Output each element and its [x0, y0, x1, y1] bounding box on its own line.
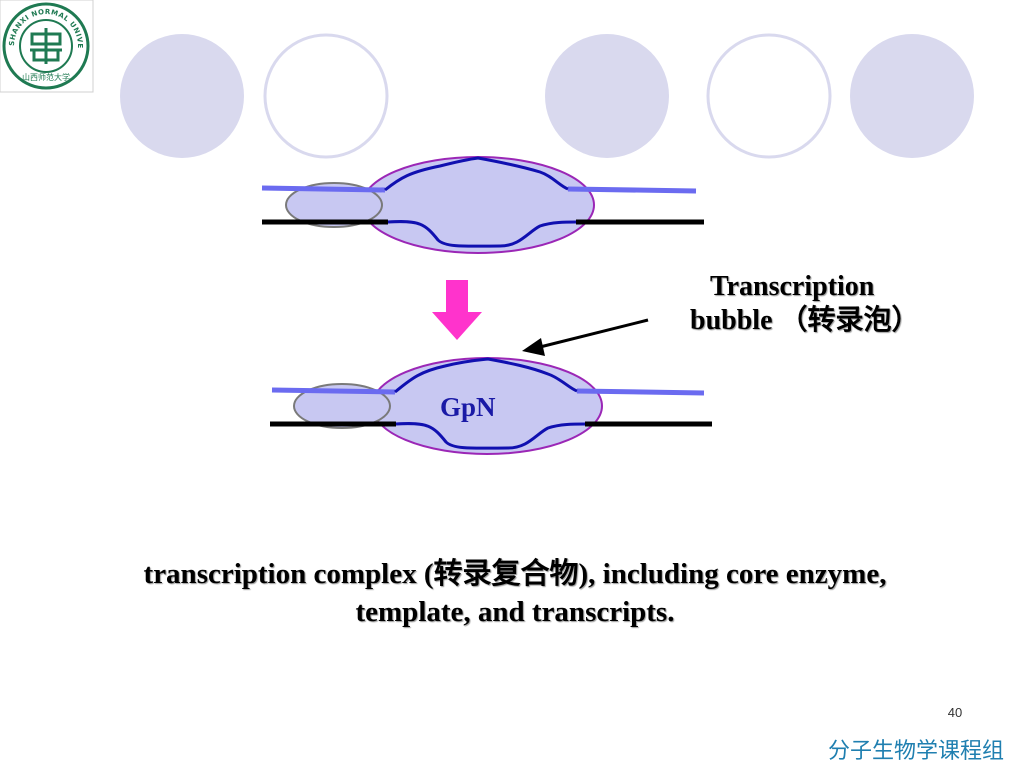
caption-line1: transcription complex (转录复合物), including…	[143, 558, 887, 590]
slide-caption: transcription complex (转录复合物), including…	[40, 555, 990, 631]
decor-circle-filled	[545, 34, 669, 158]
coding-strand-right	[576, 388, 705, 396]
decor-circle-outline	[706, 33, 832, 159]
logo-cn-text: 山西师范大学	[22, 72, 70, 82]
course-group-footer: 分子生物学课程组	[827, 739, 1004, 764]
university-logo: SHANXI NORMAL UNIVERSITY 山西师范大学	[0, 0, 94, 93]
coding-strand-right	[567, 186, 697, 194]
transcription-bubble-bottom	[270, 357, 712, 455]
gpn-label: GpN	[440, 392, 496, 422]
sigma-factor-ellipse	[293, 383, 391, 429]
sigma-factor-ellipse	[285, 182, 383, 228]
coding-strand-left	[261, 185, 386, 193]
decor-circle-outline	[263, 33, 389, 159]
rna-polymerase-ellipse	[361, 156, 595, 254]
decorative-circles	[120, 33, 974, 159]
template-strand-open	[387, 220, 577, 248]
transcription-bubble-label: Transcription bubble （转录泡）	[690, 270, 990, 338]
template-strand-open	[395, 422, 586, 450]
coding-strand-open	[394, 357, 578, 394]
coding-strand-open	[384, 156, 569, 192]
bubble-label-line2: bubble （转录泡）	[690, 305, 920, 336]
coding-strand-left	[271, 387, 396, 395]
down-arrow-icon	[432, 280, 482, 340]
transcription-bubble-top	[261, 156, 704, 254]
bubble-label-line1: Transcription	[710, 271, 875, 302]
decor-circle-filled	[120, 34, 244, 158]
pointer-arrow-icon	[522, 318, 649, 356]
page-number: 40	[947, 705, 963, 720]
logo-emblem-icon	[30, 28, 62, 64]
caption-line2: template, and transcripts.	[355, 596, 675, 628]
decor-circle-filled	[850, 34, 974, 158]
